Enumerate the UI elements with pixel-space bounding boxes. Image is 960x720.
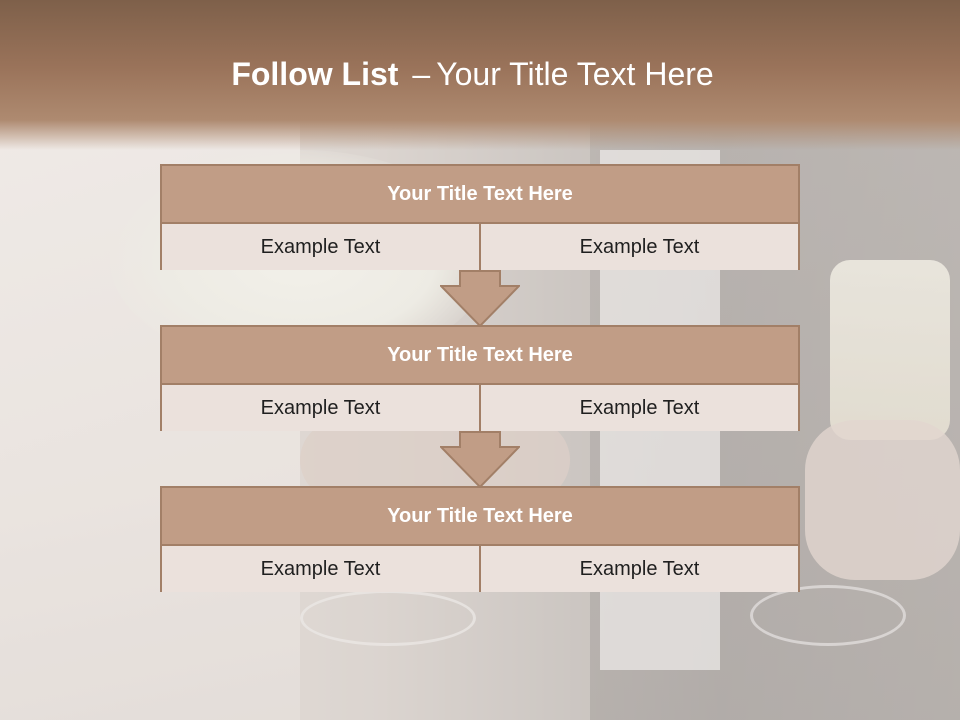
block-cell-left: Example Text	[162, 546, 479, 592]
block-cell-right: Example Text	[479, 546, 798, 592]
header-band	[0, 0, 960, 150]
list-block-3[interactable]: Your Title Text Here Example Text Exampl…	[160, 486, 800, 592]
block-cell-left: Example Text	[162, 224, 479, 270]
slide-title[interactable]: Follow List–Your Title Text Here	[0, 56, 945, 93]
block-cell-right: Example Text	[479, 224, 798, 270]
groom-hand	[805, 420, 960, 580]
block-title: Your Title Text Here	[162, 327, 798, 385]
down-arrow-icon	[440, 431, 520, 489]
title-separator: –	[412, 56, 431, 92]
title-bold: Follow List	[231, 56, 399, 92]
list-block-1[interactable]: Your Title Text Here Example Text Exampl…	[160, 164, 800, 270]
title-rest: Your Title Text Here	[436, 56, 714, 92]
block-title: Your Title Text Here	[162, 488, 798, 546]
block-title: Your Title Text Here	[162, 166, 798, 224]
block-cell-right: Example Text	[479, 385, 798, 431]
champagne-glass	[830, 260, 950, 440]
glass-base-right	[750, 585, 906, 646]
down-arrow-icon	[440, 270, 520, 328]
list-block-2[interactable]: Your Title Text Here Example Text Exampl…	[160, 325, 800, 431]
block-cell-left: Example Text	[162, 385, 479, 431]
